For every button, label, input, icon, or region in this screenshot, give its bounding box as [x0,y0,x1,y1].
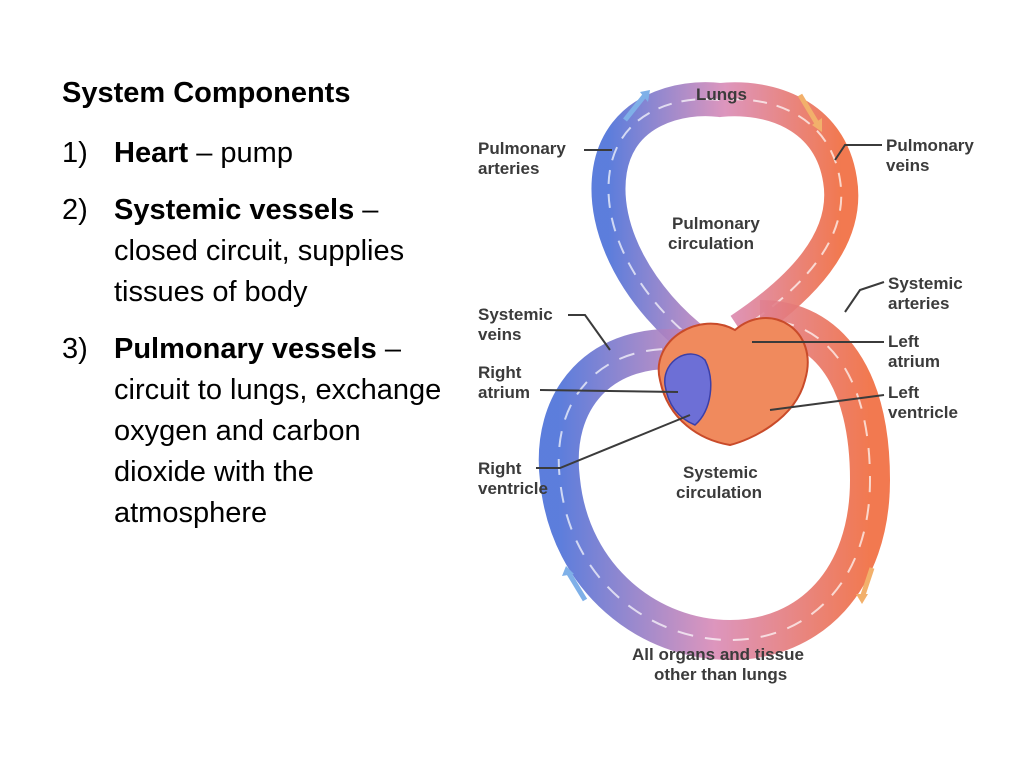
label-left-atrium-1: Left [888,332,920,351]
label-systemic-arteries-1: Systemic [888,274,963,293]
label-pulmonary-arteries-1: Pulmonary [478,139,566,158]
label-systemic-circulation-2: circulation [676,483,762,502]
label-organs-1: All organs and tissue [632,645,804,664]
diagram-labels: Lungs Pulmonary arteries Pulmonary veins… [478,85,974,684]
list-body: Systemic vessels – closed circuit, suppl… [114,190,442,313]
list-item-systemic-vessels: 2) Systemic vessels – closed circuit, su… [62,190,442,313]
label-left-ventricle-2: ventricle [888,403,958,422]
list-number: 2) [62,193,88,226]
slide-text: System Components 1) Heart – pump 2) Sys… [62,76,442,550]
list-body: Heart – pump [114,133,442,174]
label-right-ventricle-2: ventricle [478,479,548,498]
term-pulmonary-vessels: Pulmonary vessels [114,332,377,365]
desc-pulmonary-vessels: – circuit to lungs, exchange oxygen and … [114,332,442,529]
label-pulmonary-veins-2: veins [886,156,929,175]
slide-heading: System Components [62,77,351,109]
label-right-ventricle-1: Right [478,459,522,478]
circulation-diagram: Lungs Pulmonary arteries Pulmonary veins… [478,82,974,684]
desc-systemic-vessels: – closed circuit, supplies tissues of bo… [114,193,405,308]
label-pulmonary-circulation-1: Pulmonary [672,214,760,233]
label-systemic-veins-1: Systemic [478,305,553,324]
label-pulmonary-circulation-2: circulation [668,234,754,253]
pulmonary-loop [591,82,859,359]
label-right-atrium-1: Right [478,363,522,382]
list-item-heart: 1) Heart – pump [62,133,442,174]
flow-arrows [562,90,875,604]
list-number: 3) [62,332,88,365]
term-heart: Heart [114,136,189,169]
label-left-atrium-2: atrium [888,352,940,371]
list-body: Pulmonary vessels – circuit to lungs, ex… [114,329,442,534]
label-right-atrium-2: atrium [478,383,530,402]
leader-lines [536,144,885,469]
label-pulmonary-veins-1: Pulmonary [886,136,974,155]
label-pulmonary-arteries-2: arteries [478,159,539,178]
label-lungs: Lungs [696,85,747,104]
label-organs-2: other than lungs [654,665,787,684]
list-item-pulmonary-vessels: 3) Pulmonary vessels – circuit to lungs,… [62,329,442,534]
heart [657,317,809,447]
label-systemic-arteries-2: arteries [888,294,949,313]
desc-heart: – pump [188,136,293,169]
label-systemic-circulation-1: Systemic [683,463,758,482]
list-number: 1) [62,136,88,169]
systemic-loop [538,300,891,661]
label-systemic-veins-2: veins [478,325,521,344]
term-systemic-vessels: Systemic vessels [114,193,355,226]
label-left-ventricle-1: Left [888,383,920,402]
